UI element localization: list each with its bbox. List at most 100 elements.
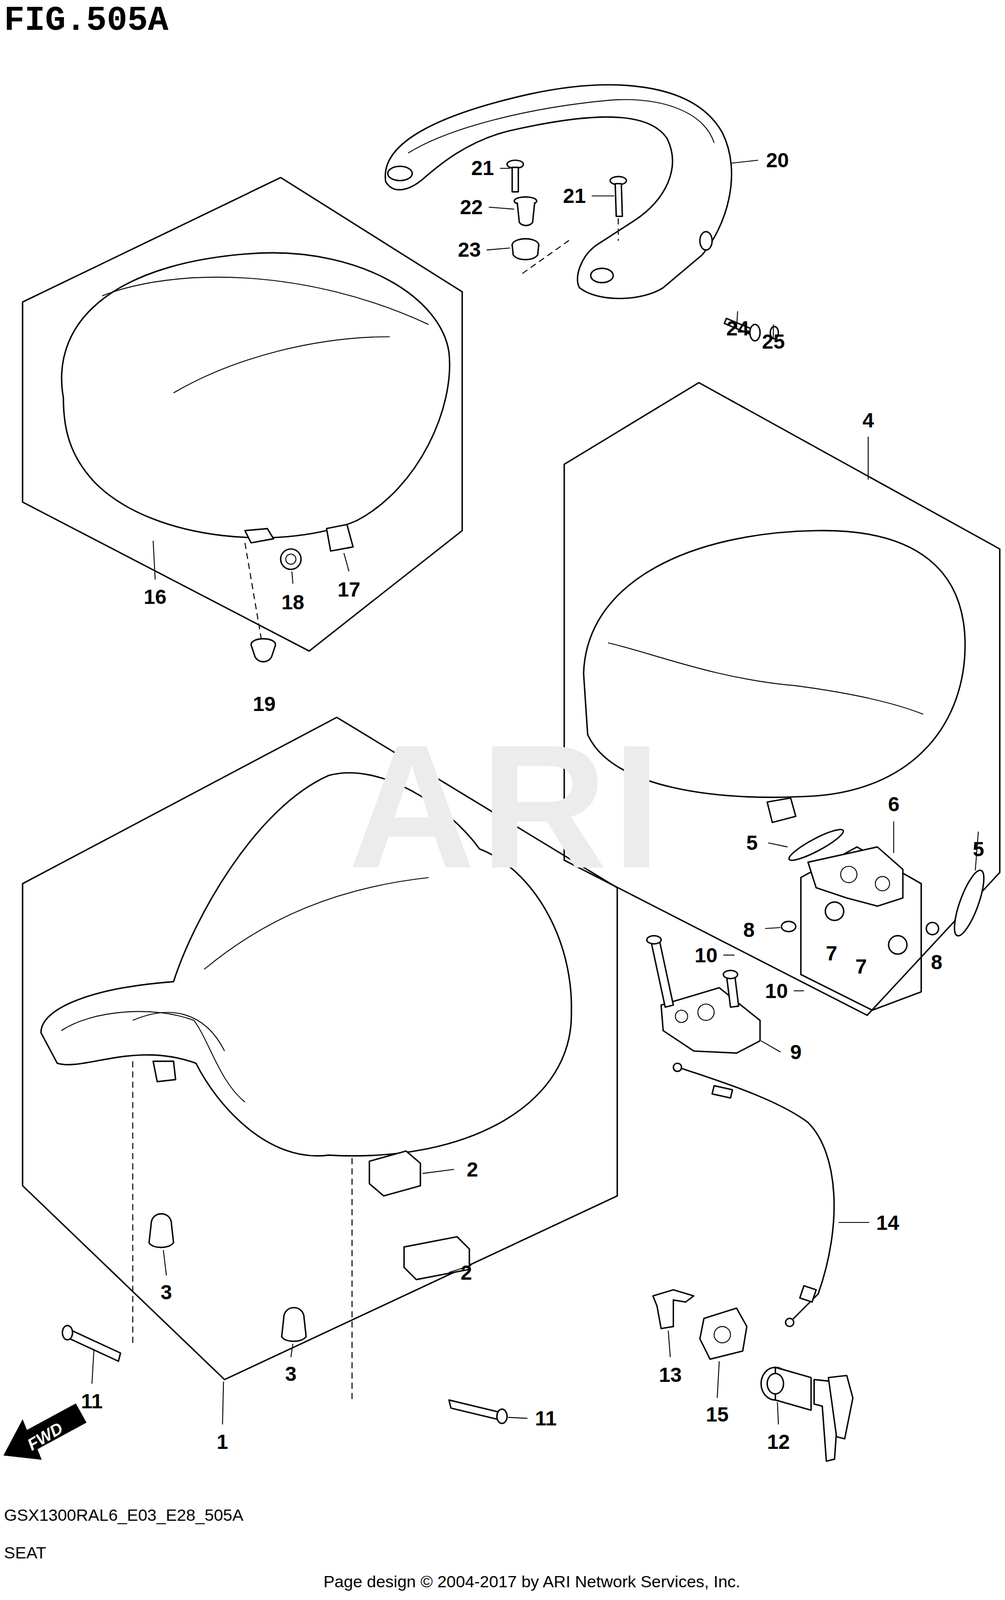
grab-rail-hole: [387, 166, 413, 181]
bumper: [281, 1307, 306, 1341]
figure-caption: SEAT: [3, 1543, 46, 1561]
callout-number: 20: [765, 150, 789, 171]
collar: [517, 202, 535, 226]
holder-hole: [714, 1326, 731, 1343]
leader-line: [793, 989, 805, 991]
bolt-head: [723, 969, 738, 979]
leader-line: [717, 1360, 720, 1398]
leader-line: [838, 1221, 870, 1223]
callout-number: 24: [726, 318, 750, 339]
callout-number: 3: [160, 1281, 173, 1303]
screw: [615, 183, 623, 217]
rubber-block: [369, 1150, 421, 1196]
callout-number: 11: [535, 1407, 557, 1429]
callout-number: 17: [337, 579, 361, 600]
leader-line: [290, 1343, 293, 1357]
seat-tab: [152, 1060, 176, 1082]
leader-line: [488, 207, 515, 210]
callout-number: 2: [460, 1262, 472, 1283]
latch-hole: [675, 1009, 688, 1023]
assembly-line: [244, 542, 262, 639]
rosette: [888, 935, 908, 955]
seat-seam: [61, 1011, 245, 1102]
leader-line: [222, 1380, 224, 1424]
leader-line: [730, 160, 758, 164]
cable-end: [785, 1317, 794, 1327]
assembly-line: [132, 1060, 134, 1347]
callout-number: 1: [216, 1431, 228, 1452]
leader-line: [591, 195, 615, 197]
leader-line: [668, 1330, 671, 1357]
leader-line: [152, 540, 155, 580]
screw: [512, 167, 519, 192]
watermark: ARI: [348, 718, 666, 895]
cable-sleeve: [712, 1085, 733, 1098]
bolt-head: [497, 1408, 508, 1423]
clip: [653, 1289, 694, 1329]
callout-number: 7: [855, 956, 867, 977]
callout-number: 16: [143, 586, 167, 608]
callout-number: 9: [789, 1041, 802, 1063]
group-outline: [22, 177, 1000, 1379]
pad: [326, 524, 353, 551]
rosette: [280, 548, 302, 570]
leader-line: [764, 927, 781, 929]
leader-line: [507, 1416, 528, 1418]
bolt: [651, 938, 674, 1007]
leader-line: [867, 436, 869, 480]
grab-rail-edge: [408, 99, 715, 153]
seat-tab: [767, 797, 796, 823]
callout-number: 3: [284, 1363, 297, 1384]
leader-line: [344, 552, 350, 572]
assembly-line: [522, 238, 572, 274]
callout-number: 19: [252, 693, 276, 715]
callout-number: 21: [471, 157, 495, 179]
callout-number: 5: [746, 832, 758, 853]
figure-title: FIG.505A: [3, 3, 169, 39]
fasteners: [506, 160, 779, 341]
callout-number: 12: [766, 1431, 790, 1452]
grab-rail: [385, 85, 732, 299]
leader-line: [768, 842, 788, 847]
leader-line: [422, 1168, 455, 1173]
callout-number: 11: [81, 1390, 103, 1412]
bolt-head: [62, 1325, 73, 1340]
grab-rail-hole: [699, 231, 713, 251]
bolt: [448, 1399, 503, 1421]
footer-text: GSX1300RAL6_E03_E28_505A: [3, 1506, 244, 1523]
callout-number: 22: [459, 196, 483, 218]
pillion-seat: [61, 252, 450, 662]
callout-number: 13: [658, 1364, 682, 1385]
holder: [699, 1307, 747, 1359]
callout-number: 21: [563, 185, 587, 207]
assembly-line: [617, 218, 619, 241]
seat-tab: [244, 528, 274, 543]
seat-cover: [61, 252, 450, 538]
seat-seam: [102, 277, 429, 325]
group-outline: [564, 382, 1000, 1016]
callout-number: 18: [281, 591, 305, 613]
callout-number: 25: [762, 331, 786, 352]
leader-line: [91, 1348, 94, 1384]
grab-rail-hole: [590, 268, 614, 283]
callout-number: 14: [876, 1212, 900, 1233]
callout-number: 10: [764, 980, 788, 1002]
callout-number: 7: [825, 942, 837, 964]
leader-line: [723, 954, 735, 956]
rosette: [825, 901, 844, 921]
key: [828, 1375, 853, 1439]
footer-text: Page design © 2004-2017 by ARI Network S…: [323, 1572, 741, 1590]
cap: [251, 638, 276, 662]
lock-face: [767, 1373, 784, 1394]
plate-hole: [875, 876, 890, 891]
cable-end: [673, 1062, 682, 1071]
leader-line: [500, 167, 511, 169]
callout-number: 10: [694, 944, 718, 966]
rubber-block: [404, 1236, 470, 1280]
callout-number: 4: [862, 410, 874, 431]
callout-number: 6: [888, 793, 900, 815]
seat-seam: [608, 642, 924, 715]
plate: [808, 846, 903, 906]
bumper: [149, 1213, 174, 1247]
